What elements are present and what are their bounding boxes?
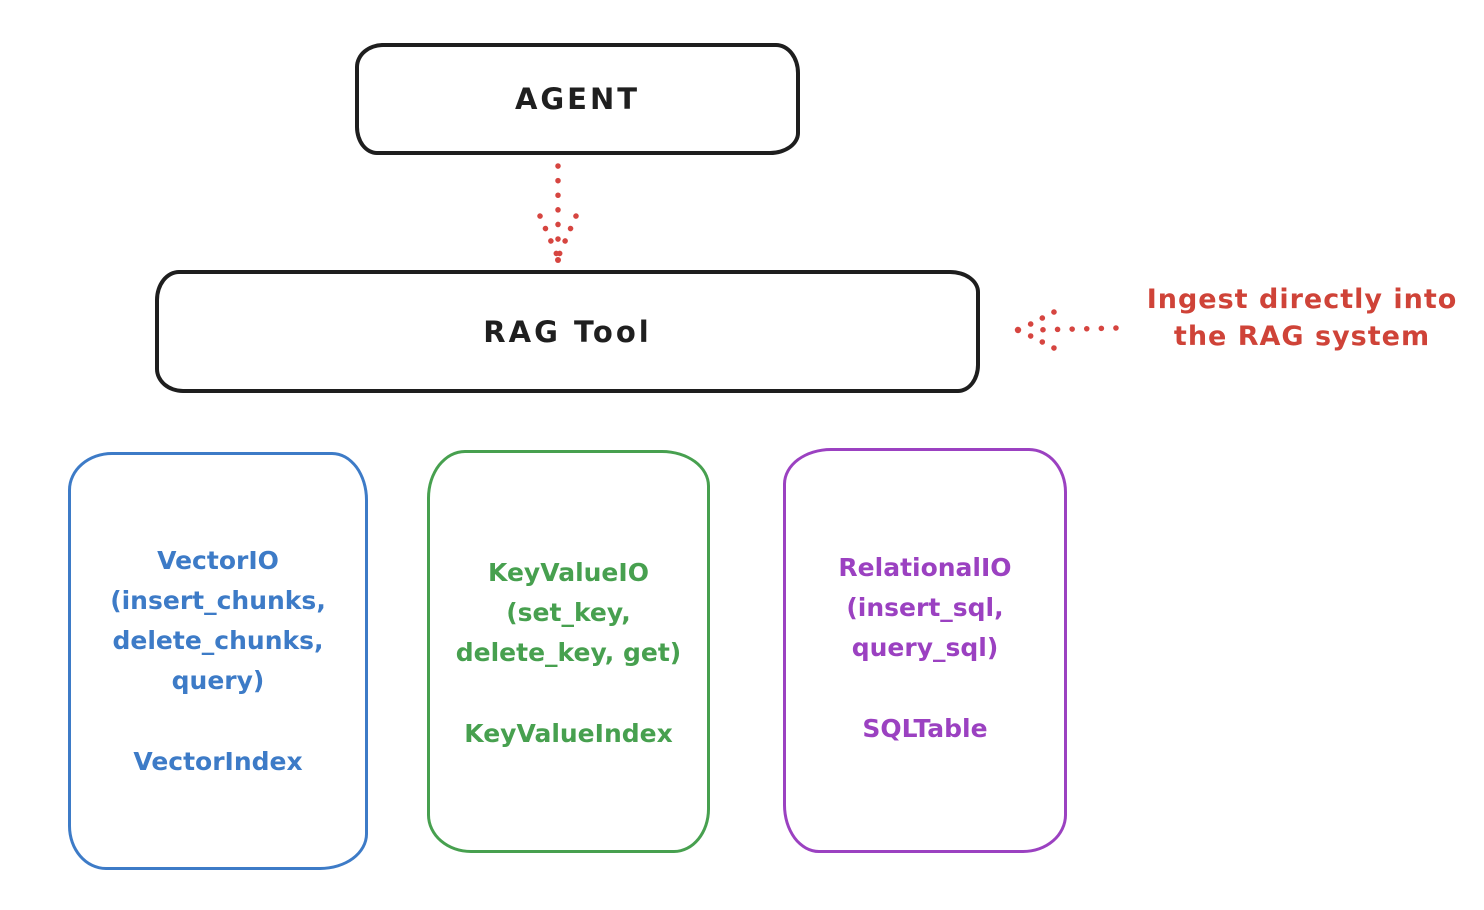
relational-io-box: RelationalIO (insert_sql, query_sql) SQL…	[783, 448, 1067, 853]
agent-box: AGENT	[355, 43, 800, 155]
keyvalue-io-methods: KeyValueIO (set_key, delete_key, get)	[455, 558, 682, 667]
rag-tool-box: RAG Tool	[155, 270, 980, 393]
agent-label: AGENT	[514, 82, 641, 116]
ingest-annotation: Ingest directly into the RAG system	[1146, 284, 1458, 352]
keyvalue-io-box: KeyValueIO (set_key, delete_key, get) Ke…	[427, 450, 710, 853]
agent-to-rag-arrow-icon	[528, 160, 588, 268]
vector-index-label: VectorIndex	[133, 747, 303, 776]
keyvalue-index-label: KeyValueIndex	[464, 719, 673, 748]
relational-io-methods: RelationalIO (insert_sql, query_sql)	[838, 553, 1012, 662]
ingest-annotation-arrow-icon	[1012, 300, 1122, 364]
vector-io-box: VectorIO (insert_chunks, delete_chunks, …	[68, 452, 368, 870]
sql-table-label: SQLTable	[862, 714, 988, 743]
vector-io-methods: VectorIO (insert_chunks, delete_chunks, …	[110, 546, 326, 695]
rag-tool-label: RAG Tool	[483, 314, 652, 349]
